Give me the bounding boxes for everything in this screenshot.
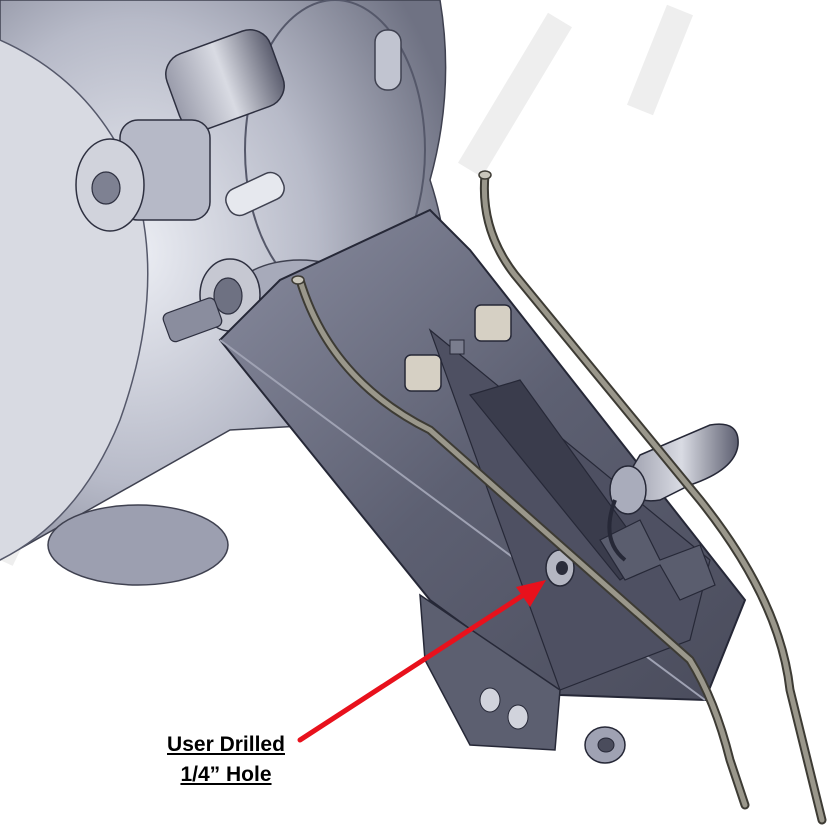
cam-lever bbox=[607, 423, 739, 562]
guide-rods bbox=[291, 170, 827, 825]
callout-line-1: User Drilled bbox=[167, 733, 285, 756]
lower-bracket bbox=[419, 593, 626, 764]
mounting-arm bbox=[218, 208, 747, 702]
callout-line-2: 1/4” Hole bbox=[180, 763, 272, 786]
tension-knob bbox=[75, 29, 285, 232]
callout-arrow bbox=[297, 580, 546, 743]
hole-callout-label: User Drilled 1/4” Hole bbox=[138, 730, 314, 790]
pivot-bolt bbox=[162, 258, 261, 343]
